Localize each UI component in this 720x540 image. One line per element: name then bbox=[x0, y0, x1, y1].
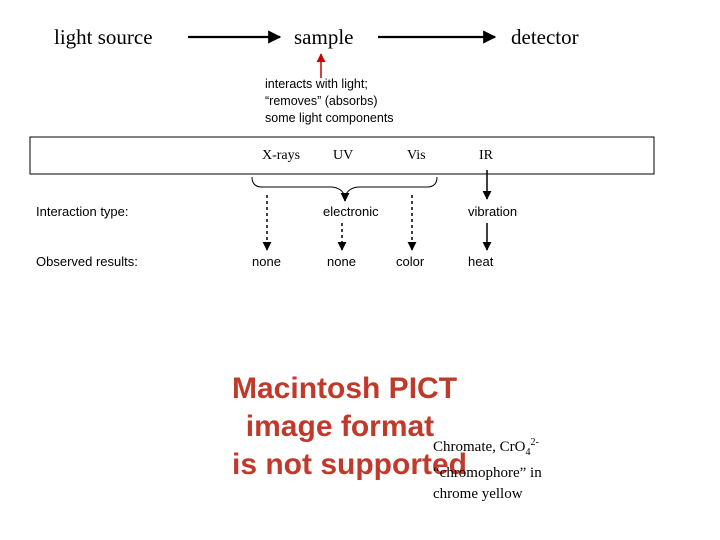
result-xrays: none bbox=[252, 254, 281, 269]
region-xrays: X-rays bbox=[262, 148, 301, 163]
sample-note-line-3: some light components bbox=[265, 111, 394, 125]
result-uv: none bbox=[327, 254, 356, 269]
region-vis: Vis bbox=[407, 148, 426, 163]
caption-line-2: “chromophore” in bbox=[433, 465, 542, 481]
interaction-vibration: vibration bbox=[468, 204, 518, 219]
chromate-caption: Chromate, CrO42- “chromophore” in chrome… bbox=[433, 432, 542, 505]
sample-note: interacts with light; “removes” (absorbs… bbox=[265, 76, 394, 127]
result-vis: color bbox=[396, 254, 425, 269]
sample-note-line-2: “removes” (absorbs) bbox=[265, 94, 378, 108]
caption-line-1: Chromate, CrO42- bbox=[433, 437, 539, 458]
interaction-electronic: electronic bbox=[323, 204, 379, 219]
spectrum-box bbox=[29, 136, 655, 175]
observed-results-label: Observed results: bbox=[36, 254, 138, 269]
detector-label: detector bbox=[511, 25, 579, 49]
caption-line-3: chrome yellow bbox=[433, 486, 523, 502]
region-uv: UV bbox=[333, 148, 354, 163]
electronic-brace bbox=[251, 176, 438, 199]
region-ir: IR bbox=[479, 148, 493, 163]
sample-note-line-1: interacts with light; bbox=[265, 77, 368, 91]
pict-placeholder-line-1: Macintosh PICT bbox=[232, 372, 458, 405]
interaction-type-label: Interaction type: bbox=[36, 204, 129, 219]
light-source-label: light source bbox=[54, 25, 153, 49]
sample-label: sample bbox=[294, 25, 354, 49]
result-ir: heat bbox=[468, 254, 494, 269]
pict-placeholder-line-2: image format bbox=[245, 410, 435, 443]
pict-placeholder-line-3: is not supported bbox=[232, 448, 467, 481]
